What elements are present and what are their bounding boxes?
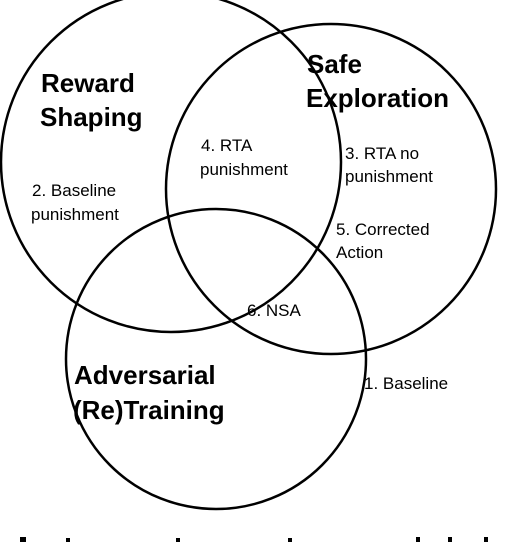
region-rta-no-punishment-line1: 3. RTA no <box>345 144 419 163</box>
region-rta-punishment-line1: 4. RTA <box>201 136 253 155</box>
safe-exploration-line1: Safe <box>307 49 362 79</box>
region-baseline-line1: 1. Baseline <box>364 374 448 393</box>
region-corrected-action-line2: Action <box>336 243 383 262</box>
region-rta-no-punishment-line2: punishment <box>345 167 433 186</box>
region-rta-no-punishment: 3. RTA no punishment <box>345 144 433 186</box>
reward-shaping-circle <box>0 0 343 334</box>
region-rta-punishment-line2: punishment <box>200 160 288 179</box>
clipped-caption-fragments <box>20 537 488 542</box>
region-baseline-punishment-line2: punishment <box>31 205 119 224</box>
region-corrected-action: 5. Corrected Action <box>336 220 434 262</box>
adversarial-training-circle <box>64 207 368 511</box>
region-rta-punishment: 4. RTA punishment <box>200 136 288 179</box>
reward-shaping-line2: Shaping <box>40 102 143 132</box>
reward-shaping-label: Reward Shaping <box>40 68 143 132</box>
region-baseline: 1. Baseline <box>364 374 448 393</box>
safe-exploration-label: Safe Exploration <box>306 49 449 113</box>
adversarial-training-line2: (Re)Training <box>73 395 225 425</box>
region-baseline-punishment: 2. Baseline punishment <box>31 181 121 224</box>
adversarial-training-line1: Adversarial <box>74 360 216 390</box>
region-nsa: 6. NSA <box>247 301 302 320</box>
safe-exploration-line2: Exploration <box>306 83 449 113</box>
region-nsa-line1: 6. NSA <box>247 301 302 320</box>
safe-exploration-circle <box>164 22 498 356</box>
adversarial-training-label: Adversarial (Re)Training <box>73 360 225 425</box>
reward-shaping-line1: Reward <box>41 68 135 98</box>
region-baseline-punishment-line1: 2. Baseline <box>32 181 116 200</box>
region-corrected-action-line1: 5. Corrected <box>336 220 430 239</box>
